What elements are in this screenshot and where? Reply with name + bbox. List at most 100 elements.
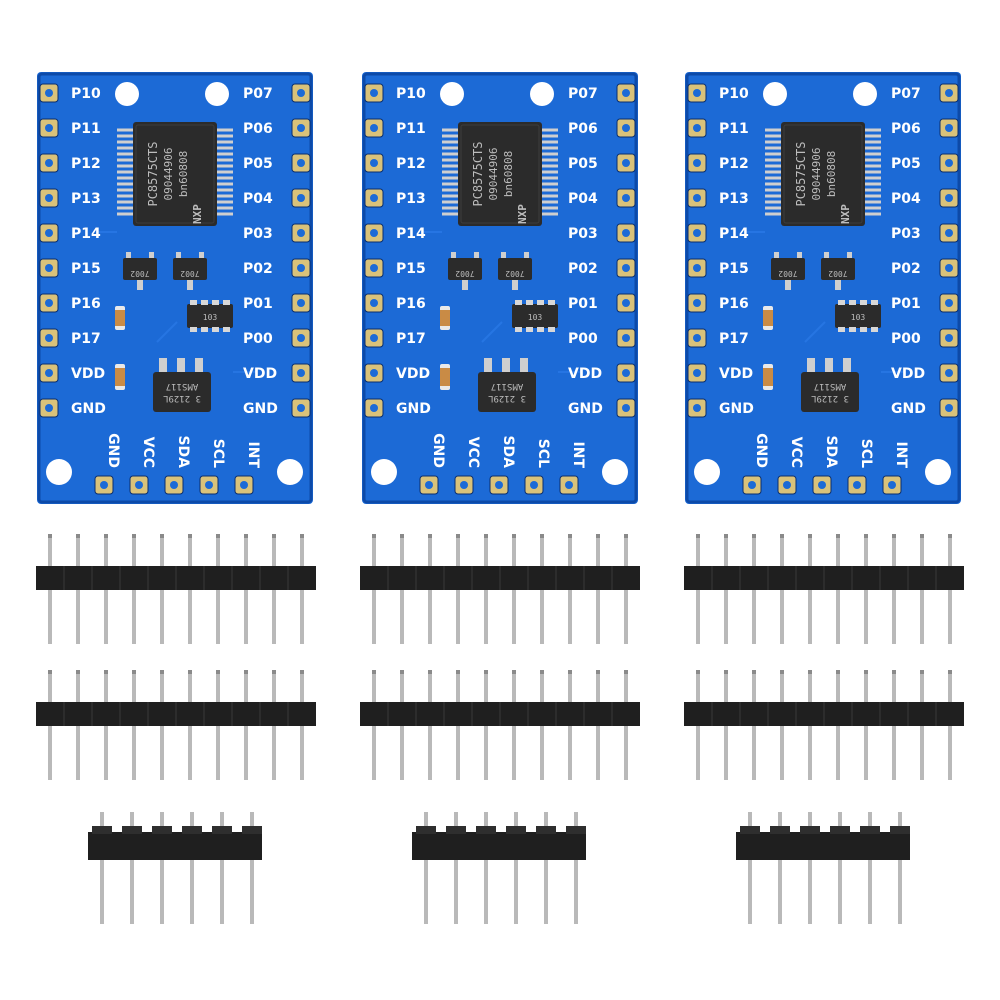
resistor-array-marking: 103	[528, 313, 543, 322]
pin-label-left: P10	[71, 86, 101, 102]
header-10pin-3a	[684, 534, 964, 644]
header-10pin-2a	[360, 534, 640, 644]
pin-label-right: GND	[243, 401, 278, 417]
pin-label-right: P00	[243, 331, 273, 347]
header-10pin-1a	[36, 534, 316, 644]
regulator-marking: 3 2129L	[488, 393, 526, 403]
pin-label-left: P11	[396, 121, 426, 137]
pin-label-right: P07	[568, 86, 598, 102]
pin-label-bottom: SCL	[210, 439, 226, 468]
pin-label-bottom: INT	[570, 442, 586, 469]
pin-label-right: P06	[243, 121, 273, 137]
pin-label-right: GND	[568, 401, 603, 417]
pin-label-left: P13	[396, 191, 426, 207]
pin-label-left: P16	[396, 296, 426, 312]
pin-label-right: P07	[891, 86, 921, 102]
pin-label-right: P05	[568, 156, 598, 172]
pin-label-right: P01	[568, 296, 598, 312]
chip-logo: NXP	[516, 204, 529, 224]
resistor-array-marking: 103	[203, 313, 218, 322]
pin-label-right: P06	[568, 121, 598, 137]
pin-label-left: P11	[71, 121, 101, 137]
pin-label-right: P02	[243, 261, 273, 277]
pin-label-bottom: SDA	[500, 435, 516, 468]
regulator-marking: 3 2129L	[163, 393, 201, 403]
pin-label-right: P02	[891, 261, 921, 277]
pin-label-left: VDD	[71, 366, 105, 382]
board-1: P10 P11 P12 P13 P14 P15 P16 P17 VDD GND …	[35, 70, 315, 506]
pin-label-left: P15	[396, 261, 426, 277]
board-2: P10 P11 P12 P13 P14 P15 P16 P17 VDD GND …	[360, 70, 640, 506]
pin-label-bottom: VCC	[465, 437, 481, 468]
pin-label-right: P03	[568, 226, 598, 242]
pin-label-left: P16	[71, 296, 101, 312]
pin-label-right: GND	[891, 401, 926, 417]
pin-label-left: P10	[396, 86, 426, 102]
pin-label-right: P01	[243, 296, 273, 312]
pin-label-left: VDD	[719, 366, 753, 382]
pin-label-right: P04	[243, 191, 273, 207]
pin-label-right: P07	[243, 86, 273, 102]
pin-label-left: P13	[71, 191, 101, 207]
pin-label-right: P06	[891, 121, 921, 137]
pin-label-right: P00	[568, 331, 598, 347]
chip-marking: PC8575CTS	[471, 141, 485, 206]
pin-label-right: P05	[243, 156, 273, 172]
pin-label-bottom: VCC	[140, 437, 156, 468]
pin-label-right: P03	[243, 226, 273, 242]
chip-marking: 09044906	[162, 148, 175, 201]
pin-label-bottom: GND	[105, 433, 121, 468]
pin-label-right: P02	[568, 261, 598, 277]
pin-label-bottom: INT	[245, 442, 261, 469]
pin-label-left: GND	[396, 401, 431, 417]
pin-label-left: P16	[719, 296, 749, 312]
header-6pin-2	[412, 812, 586, 924]
transistor-marking: 7002	[505, 269, 524, 278]
chip-marking: 09044906	[810, 148, 823, 201]
pin-label-bottom: SCL	[535, 439, 551, 468]
pin-label-right: P05	[891, 156, 921, 172]
pin-label-left: P17	[719, 331, 749, 347]
header-10pin-3b	[684, 670, 964, 780]
regulator-marking: AMS117	[491, 381, 524, 391]
pin-label-right: VDD	[243, 366, 277, 382]
pin-label-left: P12	[719, 156, 749, 172]
pin-label-left: P12	[396, 156, 426, 172]
header-10pin-2b	[360, 670, 640, 780]
transistor-marking: 7002	[180, 269, 199, 278]
pin-label-left: P14	[396, 226, 426, 242]
pin-label-right: P03	[891, 226, 921, 242]
chip-marking: PC8575CTS	[146, 141, 160, 206]
pin-label-left: P13	[719, 191, 749, 207]
chip-logo: NXP	[191, 204, 204, 224]
pin-label-right: VDD	[891, 366, 925, 382]
pin-label-left: P15	[71, 261, 101, 277]
regulator-marking: AMS117	[814, 381, 847, 391]
pin-label-left: P11	[719, 121, 749, 137]
regulator-marking: AMS117	[166, 381, 199, 391]
pin-label-left: VDD	[396, 366, 430, 382]
pin-label-left: P14	[719, 226, 749, 242]
resistor-array-marking: 103	[851, 313, 866, 322]
chip-marking: bn60808	[177, 151, 190, 197]
pin-label-left: P14	[71, 226, 101, 242]
pin-label-bottom: INT	[893, 442, 909, 469]
regulator-marking: 3 2129L	[811, 393, 849, 403]
pin-label-bottom: SDA	[175, 435, 191, 468]
chip-marking: bn60808	[825, 151, 838, 197]
pin-label-bottom: VCC	[788, 437, 804, 468]
pin-label-right: P01	[891, 296, 921, 312]
header-6pin-1	[88, 812, 262, 924]
chip-marking: 09044906	[487, 148, 500, 201]
board-3: P10 P11 P12 P13 P14 P15 P16 P17 VDD GND …	[683, 70, 963, 506]
pin-label-bottom: GND	[430, 433, 446, 468]
chip-logo: NXP	[839, 204, 852, 224]
pin-label-left: P17	[396, 331, 426, 347]
chip-marking: PC8575CTS	[794, 141, 808, 206]
chip-marking: bn60808	[502, 151, 515, 197]
pin-label-right: P00	[891, 331, 921, 347]
pin-label-right: P04	[568, 191, 598, 207]
header-6pin-3	[736, 812, 910, 924]
transistor-marking: 7002	[828, 269, 847, 278]
